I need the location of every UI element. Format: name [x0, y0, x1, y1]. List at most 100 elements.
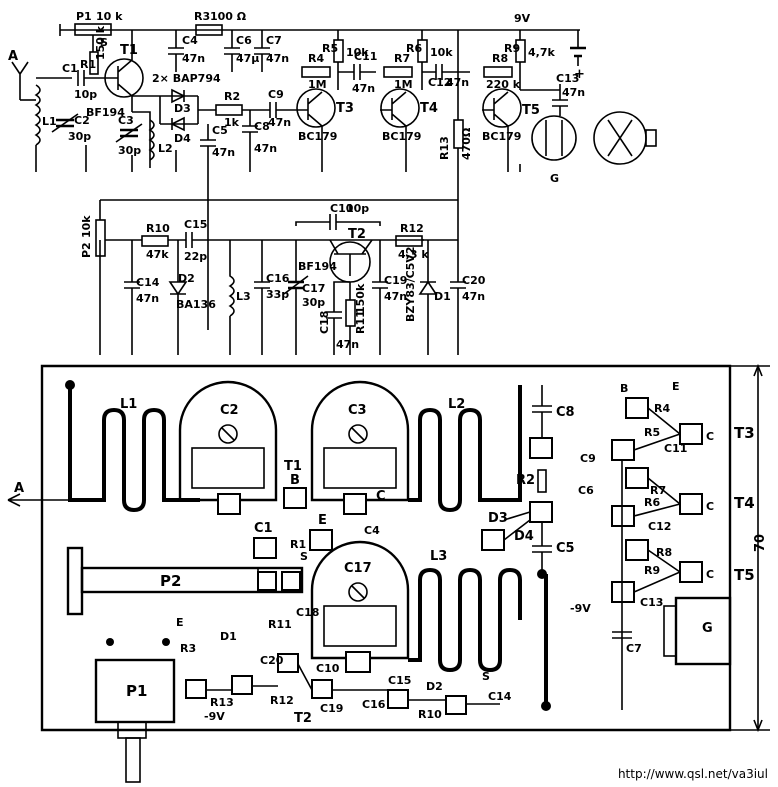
pcb-c2-label: C2 — [220, 403, 239, 418]
pcb-c18-label: C18 — [296, 606, 319, 619]
t2-label: T2 — [348, 227, 366, 242]
c14-label: C14 — [136, 276, 160, 289]
pcb-c8-label: C8 — [556, 405, 575, 420]
t1-type: BF194 — [86, 106, 125, 119]
dim-70: 70 — [753, 534, 768, 552]
r11-label: R11 — [354, 310, 367, 334]
t3-type: BC179 — [298, 130, 337, 143]
pcb-l1-label: L1 — [120, 397, 137, 412]
p2-value: 10k — [80, 215, 93, 238]
c15-label: C15 — [184, 218, 207, 231]
pcb-c13-label: C13 — [640, 596, 663, 609]
r4-value: 1M — [308, 78, 327, 91]
l1-label: L1 — [42, 115, 57, 128]
pcb-t3-label: T3 — [734, 424, 755, 442]
t3-label: T3 — [336, 101, 354, 116]
pcb-t5-label: T5 — [734, 566, 755, 584]
d1-type: BZY83/C5V2 — [404, 246, 417, 322]
c4-value: 47n — [182, 52, 205, 65]
pcb-e2-label: E — [176, 616, 184, 629]
c8-value: 47n — [254, 142, 277, 155]
c1-value: 10p — [74, 88, 97, 101]
c11-label: C11 — [354, 50, 377, 63]
d3-label: D3 — [174, 102, 191, 115]
pcb-c9-label: C9 — [580, 452, 596, 465]
r8-value: 220 k — [486, 78, 521, 91]
c16-label: C16 — [266, 272, 290, 285]
pcb-c17-label: C17 — [344, 561, 372, 576]
supply-label: 9V — [514, 12, 531, 25]
pcb-r12-label: R12 — [270, 694, 294, 707]
pcb-r2-label: R2 — [516, 473, 535, 488]
c17-value: 30p — [302, 296, 325, 309]
c9-label: C9 — [268, 88, 284, 101]
c11-value: 47n — [352, 82, 375, 95]
pcb-c-label: C — [376, 489, 386, 504]
pcb-s2-label: S — [482, 670, 490, 683]
pcb-r7-label: R7 — [650, 484, 666, 497]
pcb-antenna-label: A — [14, 481, 24, 496]
c10-label: C10 — [330, 202, 354, 215]
pcb-c3-label: C3 — [348, 403, 367, 418]
pcb-r4-label: R4 — [654, 402, 670, 415]
t1-label: T1 — [120, 43, 138, 58]
c6-label: C6 — [236, 34, 252, 47]
c5-value: 47n — [212, 146, 235, 159]
pcb-c1-label: C1 — [254, 521, 273, 536]
source-url: http://www.qsl.net/va3iul — [617, 767, 768, 781]
pcb-c19-label: C19 — [320, 702, 343, 715]
antenna-label: A — [8, 49, 18, 64]
c19-value: 47n — [384, 290, 407, 303]
pcb-r9-label: R9 — [644, 564, 660, 577]
pcb-c6-label: C6 — [578, 484, 594, 497]
pcb-l2-label: L2 — [448, 397, 465, 412]
c20-label: C20 — [462, 274, 486, 287]
pcb-p1-label: P1 — [126, 682, 147, 700]
r3-value: 100 Ω — [210, 10, 247, 23]
g-label: G — [550, 172, 559, 185]
c8-label: C8 — [254, 120, 270, 133]
pcb-r3-label: R3 — [180, 642, 196, 655]
pcb-t4-label: T4 — [734, 494, 755, 512]
s-label: S — [100, 36, 108, 49]
pcb-r13-label: R13 — [210, 696, 234, 709]
pcb-c5-label: C5 — [556, 541, 575, 556]
r1-label: R1 — [80, 58, 96, 71]
plus-label: + — [574, 67, 585, 82]
r13-value: 470Ω — [460, 127, 473, 160]
r7-value: 1M — [394, 78, 413, 91]
pcb-layout: 70 T3 T4 T5 A L1 C2 C3 L2 B T1 C E — [7, 363, 770, 783]
c2-label: C2 — [74, 114, 90, 127]
pcb-r11-label: R11 — [268, 618, 292, 631]
pcb-s-label: S — [300, 550, 308, 563]
d4-label: D4 — [174, 132, 191, 145]
pcb-t1-label: T1 — [284, 459, 302, 474]
r6-label: R6 — [406, 42, 422, 55]
t2-type: BF194 — [298, 260, 337, 273]
t5-type: BC179 — [482, 130, 521, 143]
pcb-c20-label: C20 — [260, 654, 284, 667]
t5-label: T5 — [522, 103, 540, 118]
pcb-p2-label: P2 — [160, 572, 181, 590]
c13-value: 47n — [562, 86, 585, 99]
pcb-r10-label: R10 — [418, 708, 442, 721]
pcb-r1-label: R1 — [290, 538, 306, 551]
c6-value: 47μ — [236, 52, 259, 65]
r3-label: R3 — [194, 10, 210, 23]
r10-label: R10 — [146, 222, 170, 235]
pcb-r8-label: R8 — [656, 546, 672, 559]
c7-value: 47n — [266, 52, 289, 65]
r2-label: R2 — [224, 90, 240, 103]
c3-label: C3 — [118, 114, 134, 127]
c2-value: 30p — [68, 130, 91, 143]
pcb-minus9v-right-label: -9V — [570, 602, 591, 615]
pcb-d3-label: D3 — [488, 511, 508, 526]
r12-label: R12 — [400, 222, 424, 235]
pcb-c-t5-label: C — [706, 568, 714, 581]
c15-value: 22p — [184, 250, 207, 263]
r6-value: 10k — [430, 46, 453, 59]
c19-label: C19 — [384, 274, 407, 287]
pcb-b-label: B — [290, 473, 300, 488]
pcb-d2-label: D2 — [426, 680, 443, 693]
